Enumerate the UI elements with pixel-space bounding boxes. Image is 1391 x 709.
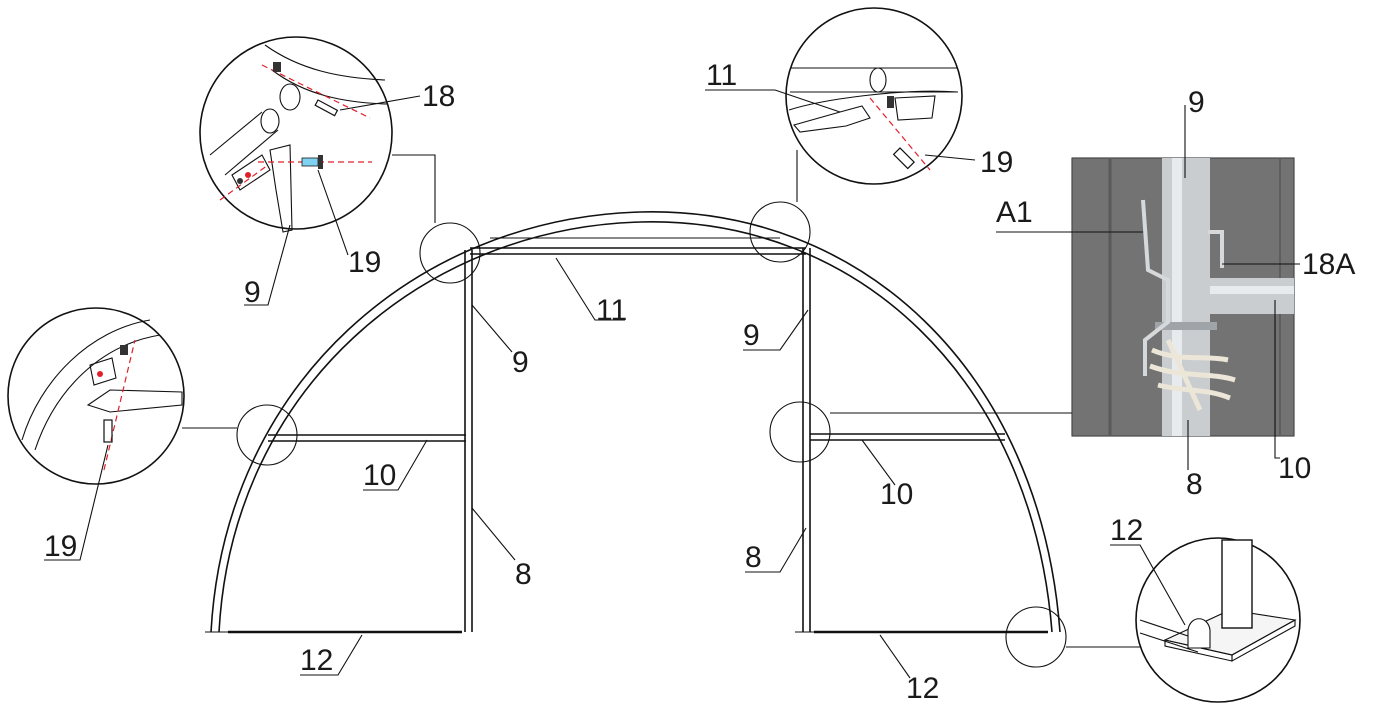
leader-12-detail (1110, 544, 1186, 626)
label-11-detail: 11 (706, 59, 737, 92)
label-8-right: 8 (745, 541, 762, 574)
leader-12-right (879, 634, 911, 679)
label-underlines (44, 89, 1140, 676)
detail-connectors (182, 150, 1140, 648)
label-12-right: 12 (906, 672, 939, 704)
label-18a: 18A (1302, 248, 1355, 281)
detail-bottom-right (1135, 537, 1301, 703)
label-12-detail: 12 (1110, 514, 1143, 547)
detail-top-left (199, 36, 393, 233)
label-19-left: 19 (44, 530, 77, 563)
label-a1: A1 (996, 196, 1033, 229)
top-crossbar (470, 237, 806, 255)
detail-top-right (785, 7, 963, 185)
joint-circles (236, 201, 1067, 668)
label-9-right: 9 (743, 319, 760, 352)
leader-9-left (471, 304, 513, 353)
detail-left (7, 307, 185, 485)
label-9-photo: 9 (1188, 86, 1205, 119)
leader-19-top (317, 169, 349, 256)
label-11-main: 11 (596, 294, 627, 327)
label-19-topright: 19 (980, 146, 1013, 179)
leader-19-topright (924, 154, 976, 161)
right-sidebar (810, 433, 1005, 441)
label-8-photo: 8 (1186, 468, 1203, 501)
leader-10-right (861, 439, 896, 486)
label-8-left: 8 (515, 558, 532, 591)
label-10-right: 10 (880, 478, 913, 511)
label-10-photo: 10 (1278, 452, 1311, 485)
left-post (464, 250, 473, 632)
label-12-left: 12 (300, 644, 333, 677)
left-sidebar (268, 434, 466, 442)
leader-8-left (471, 507, 516, 561)
label-18: 18 (422, 80, 455, 113)
leader-11-detail (705, 89, 841, 113)
label-9-detail: 9 (244, 276, 261, 309)
detail-photo (1071, 157, 1295, 437)
label-10-left: 10 (363, 459, 396, 492)
right-post (802, 248, 811, 632)
label-9-left: 9 (512, 346, 529, 379)
arch-frame (210, 211, 1061, 633)
leader-10-photo (1274, 300, 1280, 459)
leader-11-main (555, 257, 625, 321)
leader-18 (339, 95, 421, 111)
label-19-top: 19 (348, 246, 381, 279)
